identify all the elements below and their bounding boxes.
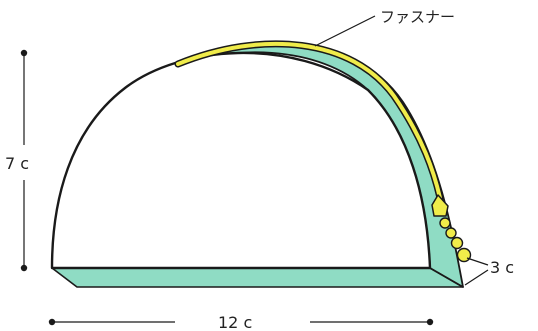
bottom-gusset bbox=[51, 267, 464, 288]
zipper-pull bbox=[439, 217, 472, 263]
zipper-leader-line bbox=[314, 15, 376, 47]
zipper-pull-bead bbox=[439, 217, 451, 229]
zipper-slider bbox=[431, 194, 449, 217]
depth-leader-line bbox=[466, 257, 489, 266]
hidden-edge bbox=[429, 267, 464, 288]
width-dimension-dot-left bbox=[48, 318, 56, 326]
depth-leader-line bbox=[464, 269, 489, 286]
pouch-front-panel bbox=[50, 51, 432, 270]
height-label: 7 c bbox=[5, 154, 29, 173]
height-dimension-dot-top bbox=[20, 49, 28, 57]
height-dimension-dot-bottom bbox=[20, 264, 28, 272]
width-dimension-dot-right bbox=[426, 318, 434, 326]
zipper-pull-bead bbox=[450, 236, 464, 250]
zipper-teeth bbox=[176, 41, 442, 200]
zipper-pull-bead bbox=[445, 227, 457, 239]
zipper-pull-bead bbox=[456, 247, 472, 263]
width-label: 12 c bbox=[218, 313, 252, 331]
depth-label: 3 c bbox=[490, 258, 514, 277]
zipper-label: ファスナー bbox=[380, 8, 455, 26]
